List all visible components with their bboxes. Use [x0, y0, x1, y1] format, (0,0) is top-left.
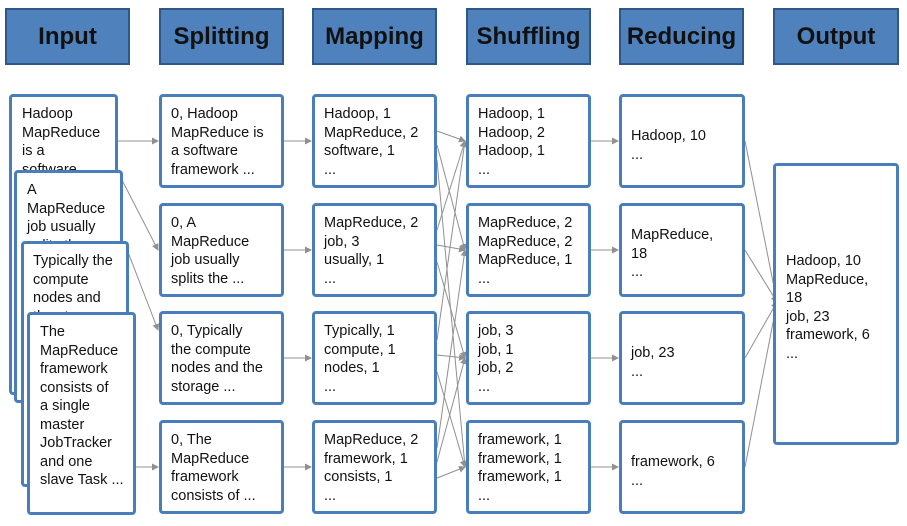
reduce-box-1: Hadoop, 10 ... — [619, 94, 745, 188]
arrow-reduce-3 — [744, 301, 778, 359]
split-box-3: 0, Typically the compute nodes and the s… — [159, 311, 284, 405]
shuffle-box-4: framework, 1 framework, 1 framework, 1 .… — [466, 420, 591, 514]
arrow-map-2b — [436, 244, 466, 253]
arrow-map-3a — [436, 140, 468, 341]
map-box-2: MapReduce, 2 job, 3 usually, 1 ... — [312, 203, 437, 297]
arrow-map-2c — [436, 261, 467, 359]
reduce-box-3: job, 23 ... — [619, 311, 745, 405]
split-box-1: 0, Hadoop MapReduce is a software framew… — [159, 94, 284, 188]
shuffle-box-1: Hadoop, 1 Hadoop, 2 Hadoop, 1 ... — [466, 94, 591, 188]
arrow-map-4a — [436, 249, 468, 449]
split-box-4: 0, The MapReduce framework consists of .… — [159, 420, 284, 514]
arrow-map-1b — [436, 144, 467, 251]
arrow-map-2a — [436, 140, 467, 231]
arrow-reduce-4 — [744, 301, 780, 468]
arrow-input-2 — [121, 179, 159, 251]
arrow-map-4c — [436, 465, 466, 479]
arrow-reduce-2 — [744, 249, 778, 303]
input-doc-4: The MapReduce framework consists of a si… — [27, 312, 136, 515]
header-input: Input — [5, 8, 130, 65]
output-box: Hadoop, 10 MapReduce, 18 job, 23 framewo… — [773, 163, 899, 445]
header-splitting: Splitting — [159, 8, 284, 65]
shuffle-box-2: MapReduce, 2 MapReduce, 2 MapReduce, 1 .… — [466, 203, 591, 297]
arrow-map-3b — [436, 353, 466, 361]
reduce-box-4: framework, 6 ... — [619, 420, 745, 514]
header-shuffling: Shuffling — [466, 8, 591, 65]
shuffle-box-3: job, 3 job, 1 job, 2 ... — [466, 311, 591, 405]
map-box-4: MapReduce, 2 framework, 1 consists, 1 ..… — [312, 420, 437, 514]
header-output: Output — [773, 8, 899, 65]
split-box-2: 0, A MapReduce job usually splits the ..… — [159, 203, 284, 297]
arrow-input-3 — [127, 251, 160, 331]
map-box-3: Typically, 1 compute, 1 nodes, 1 ... — [312, 311, 437, 405]
arrow-map-3c — [436, 371, 467, 468]
arrow-reduce-1 — [744, 140, 780, 303]
arrow-map-1c — [436, 159, 468, 468]
arrow-map-4b — [436, 357, 467, 463]
map-box-1: Hadoop, 1 MapReduce, 2 software, 1 ... — [312, 94, 437, 188]
arrow-map-1a — [436, 130, 466, 143]
header-reducing: Reducing — [619, 8, 744, 65]
reduce-box-2: MapReduce, 18 ... — [619, 203, 745, 297]
header-mapping: Mapping — [312, 8, 437, 65]
